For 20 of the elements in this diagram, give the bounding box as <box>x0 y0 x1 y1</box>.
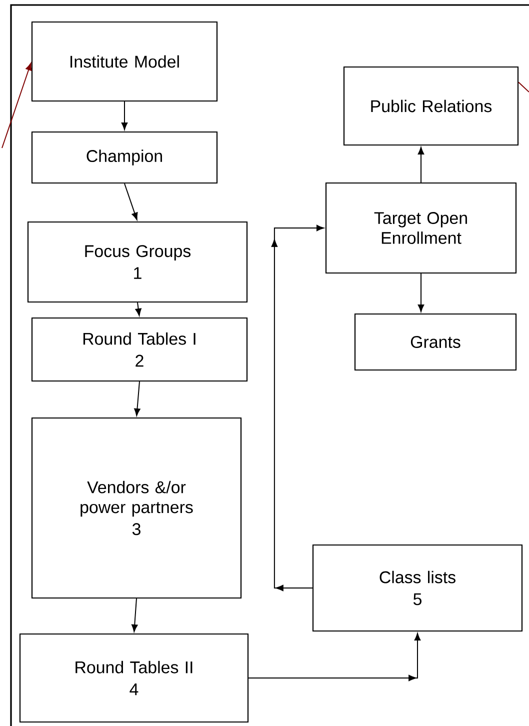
process-box: Round Tables II 4 <box>19 633 249 723</box>
arrow <box>135 302 142 316</box>
process-box: Vendors &/or power partners 3 <box>31 417 242 599</box>
arrow <box>121 101 128 130</box>
arrow <box>132 598 138 632</box>
process-box: Institute Model <box>31 21 218 102</box>
process-box: Round Tables I 2 <box>31 317 248 382</box>
process-box: Champion <box>31 131 218 184</box>
process-box: Class lists 5 <box>312 544 523 632</box>
process-box: Grants <box>354 313 517 371</box>
arrow <box>271 224 324 592</box>
arrow <box>134 381 140 416</box>
arrow <box>124 183 138 220</box>
arrow <box>248 633 421 682</box>
process-box: Target Open Enrollment <box>325 182 517 274</box>
arrow <box>418 147 424 183</box>
arrow <box>2 62 32 148</box>
process-box: Public Relations <box>343 66 519 146</box>
arrow <box>418 273 424 312</box>
process-box: Focus Groups 1 <box>27 221 248 303</box>
